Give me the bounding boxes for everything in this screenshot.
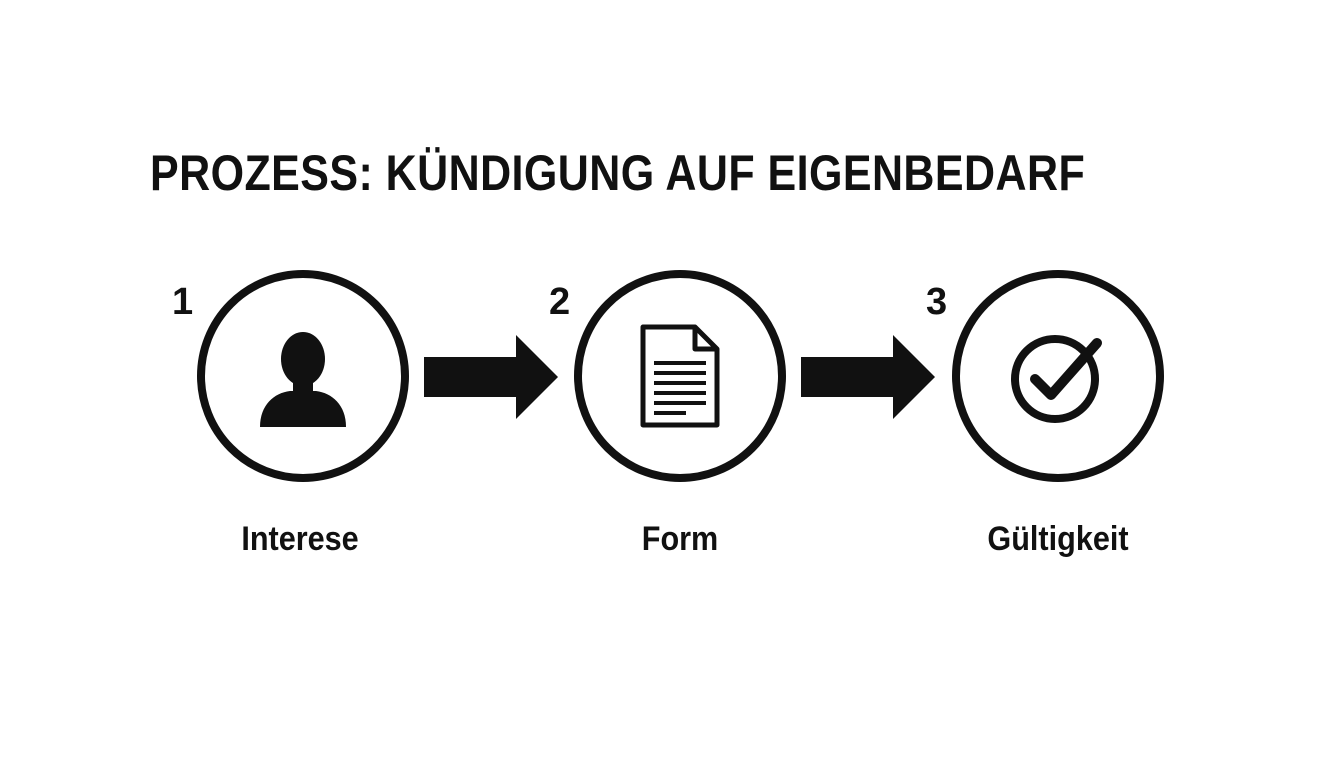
step-number-2: 2 [549,281,571,323]
arrow-right-icon [801,335,935,419]
step-label-1: Interese [241,520,359,558]
person-icon [260,332,346,427]
step-circle-3 [952,270,1164,482]
arrow-right-icon [424,335,558,419]
step-circle-1 [197,270,409,482]
step-number-3: 3 [926,281,948,323]
step-number-1: 1 [172,281,194,323]
document-icon [640,324,720,428]
step-label-2: Form [641,520,719,558]
checkmark-icon [1011,335,1102,423]
diagram-title: PROZESS: KÜNDIGUNG AUF EIGENBEDARF [150,145,1086,201]
step-circle-2 [574,270,786,482]
step-label-3: Gültigkeit [987,520,1129,558]
